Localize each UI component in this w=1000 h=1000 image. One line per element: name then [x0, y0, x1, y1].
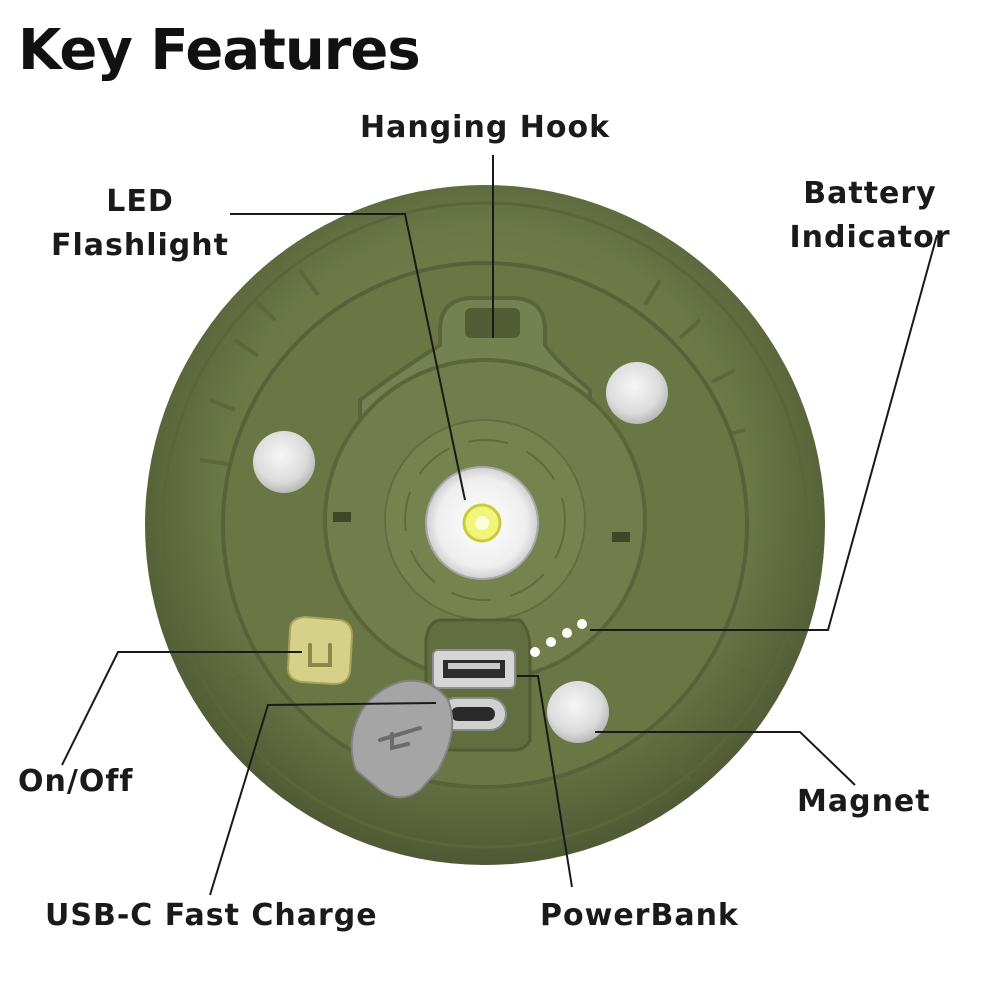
label-battery-line2: Indicator — [789, 219, 951, 255]
magnet-bottom — [547, 681, 609, 743]
leader-usb-c — [209, 702, 437, 896]
leader-powerbank — [517, 675, 573, 888]
magnet-left — [253, 431, 315, 493]
label-led-line2: Flashlight — [51, 227, 229, 263]
label-on-off: On/Off — [18, 764, 134, 799]
label-hanging-hook: Hanging Hook — [360, 110, 611, 145]
label-usb-c-fast-charge: USB-C Fast Charge — [45, 898, 378, 933]
rubber-cover — [350, 679, 454, 799]
label-magnet: Magnet — [797, 784, 931, 819]
leader-battery — [590, 234, 938, 631]
label-battery-line1: Battery — [803, 176, 937, 211]
leader-on-off — [61, 651, 302, 766]
battery-indicator-lights — [530, 619, 587, 657]
leader-magnet — [595, 731, 856, 786]
label-powerbank: PowerBank — [540, 898, 739, 933]
label-battery-indicator: Battery Indicator — [780, 172, 960, 259]
power-button — [286, 615, 354, 686]
label-led-flashlight: LED Flashlight — [30, 180, 250, 267]
magnet-top-right — [606, 362, 668, 424]
leader-led — [230, 213, 466, 501]
page-title: Key Features — [18, 18, 421, 83]
label-led-line1: LED — [106, 184, 174, 219]
